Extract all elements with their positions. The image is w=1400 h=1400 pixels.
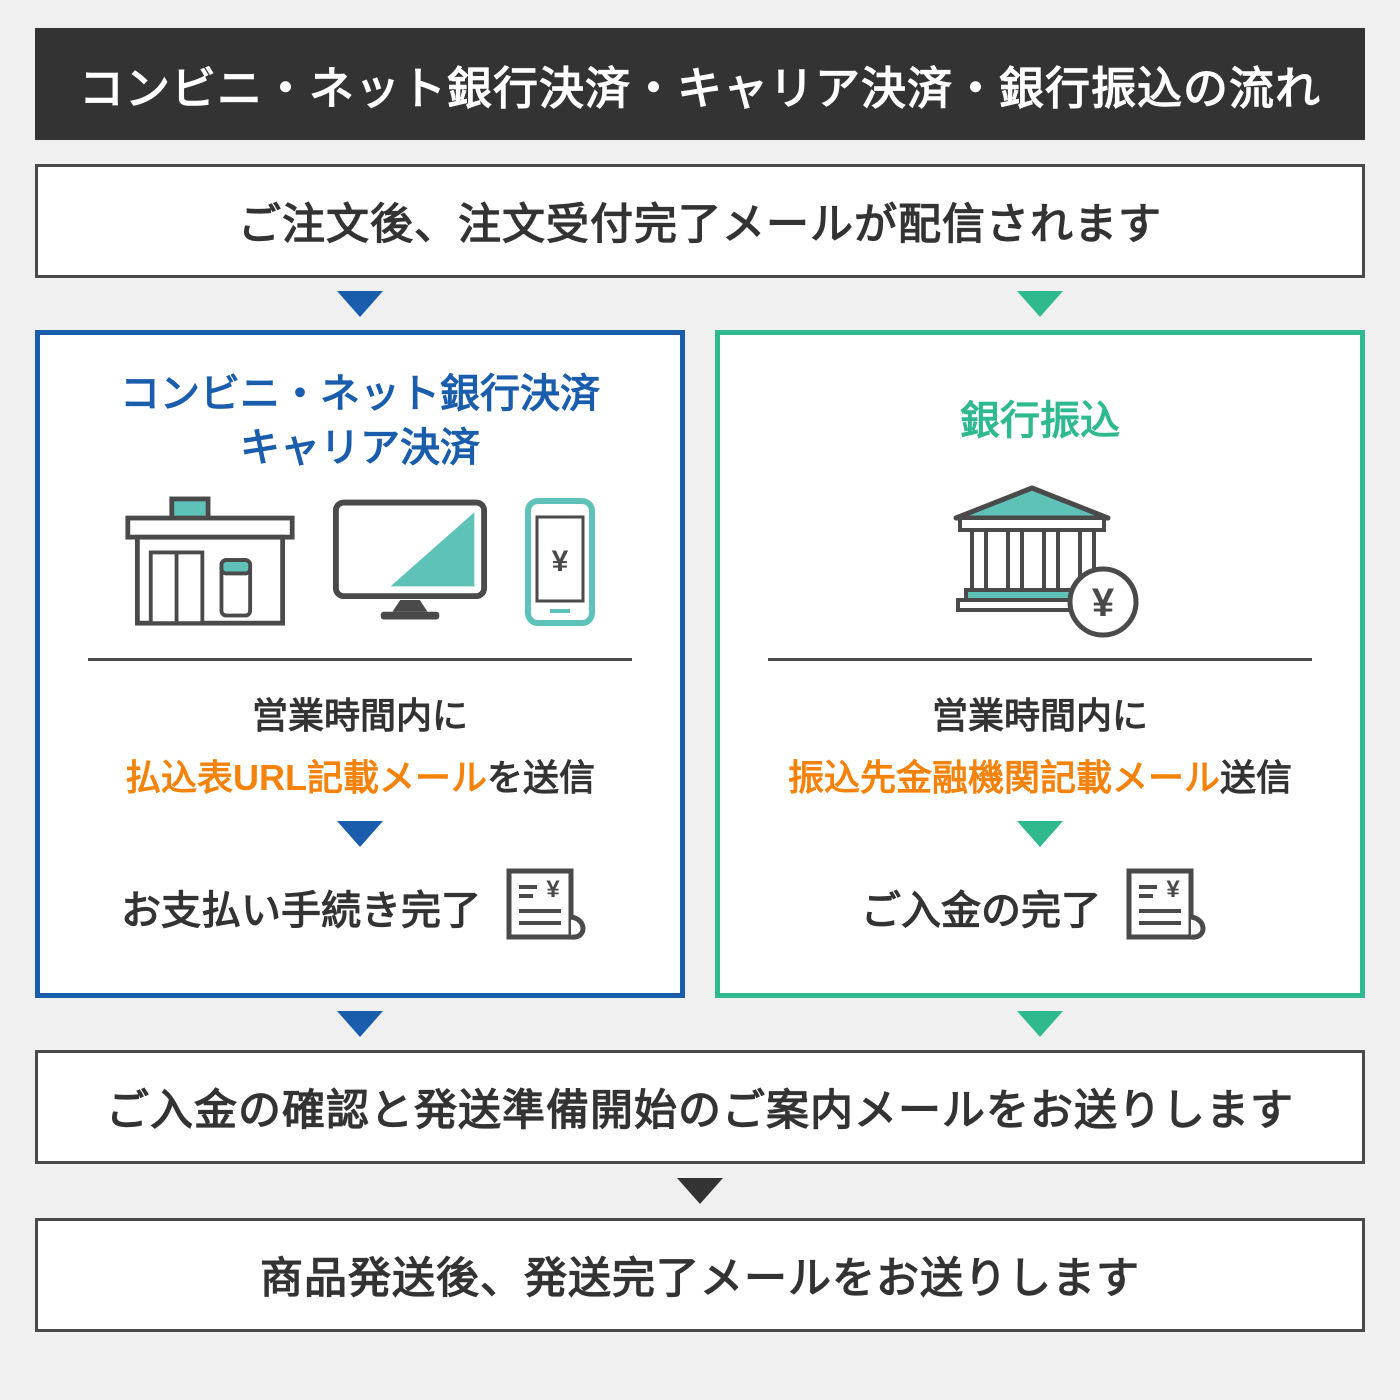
arrow-down-green-bottom-icon [1017,1011,1063,1037]
convenience-mail-text: 払込表URL記載メールを送信 [58,749,662,801]
yen-badge [1067,566,1139,637]
convenience-hours-text: 営業時間内に [251,695,468,736]
convenience-done-row: お支払い手続き完了 ¥ [58,865,662,949]
bank-done-text: ご入金の完了 [861,889,1101,933]
arrow-row-top [35,291,1365,317]
arrow-down-green-small-icon [1017,821,1063,847]
payment-column-convenience: コンビニ・ネット銀行決済 キャリア決済 [35,330,685,998]
arrow-down-blue-bottom-icon [337,1011,383,1037]
convenience-title-line2: キャリア決済 [240,426,480,470]
step-confirm-box: ご入金の確認と発送準備開始のご案内メールをお送りします [35,1050,1365,1164]
step-ship-box: 商品発送後、発送完了メールをお送りします [35,1218,1365,1332]
arrow-row-bottom [35,1011,1365,1037]
convenience-store-icon [125,496,295,626]
bank-divider [768,658,1312,661]
bank-mail-text: 振込先金融機関記載メール送信 [738,749,1342,801]
computer-icon [332,499,488,620]
bank-mail-highlight: 振込先金融機関記載メール [787,757,1220,798]
arrow-cell-right [715,291,1365,317]
arrow-row-final [35,1178,1365,1204]
arrow-down-blue-small-icon [337,821,383,847]
arrow-cell-left-bottom [35,1011,685,1037]
arrow-down-blue-icon [337,291,383,317]
bank-hours-text: 営業時間内に [931,695,1148,736]
smartphone-icon: ¥ [525,497,595,626]
page-title: コンビニ・ネット銀行決済・キャリア決済・銀行振込の流れ [35,28,1365,140]
convenience-icons-row: ¥ [58,479,662,644]
receipt-icon: ¥ [506,868,586,940]
smartphone-yen-symbol: ¥ [552,545,569,578]
step-confirm-text: ご入金の確認と発送準備開始のご案内メールをお送りします [106,1087,1294,1135]
page-title-text: コンビニ・ネット銀行決済・キャリア決済・銀行振込の流れ [78,62,1321,114]
payment-column-bank-transfer: 銀行振込 ¥ 営業時間内に 振 [715,330,1365,998]
bank-arrow-wrap [738,821,1342,847]
bank-yen-symbol: ¥ [1092,581,1115,625]
step-order-text: ご注文後、注文受付完了メールが配信されます [238,201,1162,249]
convenience-done-text: お支払い手続き完了 [121,889,481,933]
convenience-mail-suffix: を送信 [486,757,595,798]
arrow-down-dark-icon [677,1178,723,1204]
bank-done-row: ご入金の完了 ¥ [738,865,1342,949]
convenience-title-line1: コンビニ・ネット銀行決済 [120,372,600,416]
payment-columns: コンビニ・ネット銀行決済 キャリア決済 [35,330,1365,998]
step-order-box: ご注文後、注文受付完了メールが配信されます [35,164,1365,278]
arrow-cell-left [35,291,685,317]
receipt-yen-symbol: ¥ [1166,876,1180,903]
convenience-divider [88,658,632,661]
arrow-down-green-icon [1017,291,1063,317]
bank-mail-suffix: 送信 [1220,757,1293,798]
bank-column-title: 銀行振込 [738,363,1342,479]
receipt-icon: ¥ [1126,868,1206,940]
convenience-arrow-wrap [58,821,662,847]
convenience-column-title: コンビニ・ネット銀行決済 キャリア決済 [58,363,662,479]
arrow-cell-right-bottom [715,1011,1365,1037]
step-ship-text: 商品発送後、発送完了メールをお送りします [260,1255,1140,1303]
bank-icon: ¥ [953,485,1139,637]
bank-icons-row: ¥ [738,479,1342,644]
bank-title-text: 銀行振込 [960,399,1120,443]
convenience-mail-highlight: 払込表URL記載メール [124,757,487,798]
receipt-yen-symbol: ¥ [546,876,560,903]
